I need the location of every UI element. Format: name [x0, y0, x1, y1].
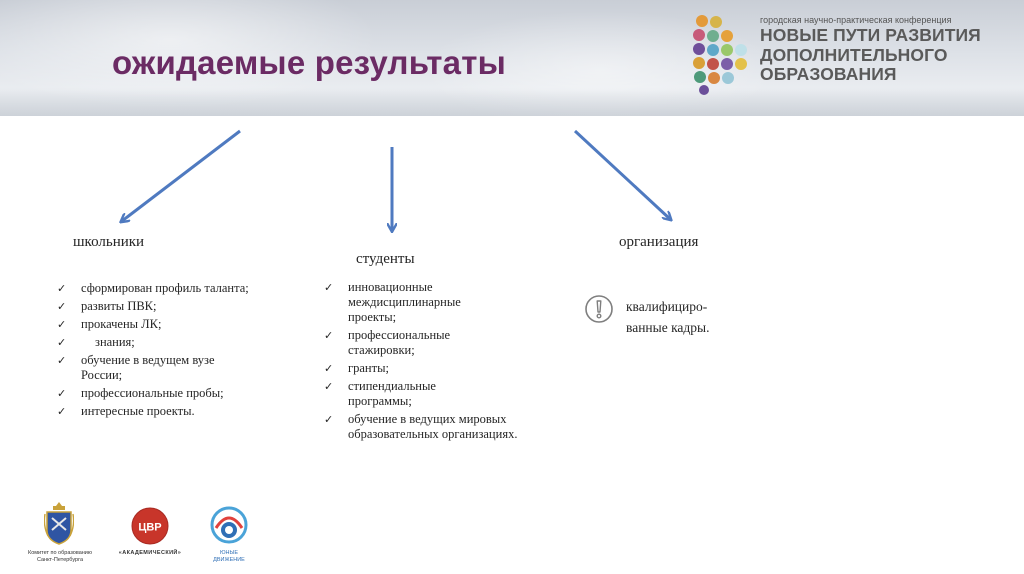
list-item: прокачены ЛК;: [55, 317, 275, 332]
list-item: гранты;: [322, 361, 537, 376]
heading-students: студенты: [356, 251, 415, 267]
exclamation-circle-icon: [585, 295, 613, 323]
list-item: инновационные междисциплинарные проекты;: [322, 280, 512, 325]
conference-subtitle: городская научно-практическая конференци…: [760, 15, 952, 25]
committee-caption: Комитет по образованию Санкт-Петербурга: [28, 550, 92, 563]
list-item: профессиональные стажировки;: [322, 328, 497, 358]
committee-emblem-icon: [44, 502, 74, 545]
list-item: сформирован профиль таланта;: [55, 281, 275, 296]
organization-result: квалифициро- ванные кадры.: [626, 299, 710, 335]
header-banner: [0, 0, 1024, 116]
youth-movement-caption: ЮНЫЕ ДВИЖЕНИЕ: [213, 550, 245, 563]
list-item: знания;: [55, 335, 275, 350]
schoolchildren-list: сформирован профиль таланта; развиты ПВК…: [55, 281, 275, 422]
arrow-left-icon: [122, 129, 241, 221]
cvr-letters: ЦВР: [138, 522, 161, 534]
list-item: интересные проекты.: [55, 404, 275, 419]
youth-movement-logo-icon: [210, 506, 248, 544]
list-item: развиты ПВК;: [55, 299, 275, 314]
cvr-logo-icon: ЦВР: [131, 507, 169, 545]
conference-line-3: ОБРАЗОВАНИЯ: [760, 64, 897, 84]
conference-line-2: ДОПОЛНИТЕЛЬНОГО: [760, 44, 948, 65]
cvr-caption: «АКАДЕМИЧЕСКИЙ»: [118, 550, 182, 556]
list-item: стипендиальные программы;: [322, 379, 482, 409]
conference-title-block: городская научно-практическая конференци…: [760, 14, 981, 85]
slide-title: ожидаемые результаты: [112, 44, 506, 81]
conference-line-1: НОВЫЕ ПУТИ РАЗВИТИЯ: [760, 25, 981, 45]
list-item: обучение в ведущем вузе России;: [55, 353, 255, 383]
heading-schoolchildren: школьники: [73, 234, 145, 250]
conference-logo-icon: [693, 15, 747, 95]
footer-logos: Комитет по образованию Санкт-Петербурга …: [28, 498, 274, 572]
students-list: инновационные междисциплинарные проекты;…: [322, 280, 537, 445]
heading-organization: организация: [619, 234, 699, 250]
arrow-right-icon: [573, 129, 670, 219]
list-item: обучение в ведущих мировых образовательн…: [322, 412, 532, 442]
header-shade: [0, 90, 1024, 116]
list-item: профессиональные пробы;: [55, 386, 235, 401]
